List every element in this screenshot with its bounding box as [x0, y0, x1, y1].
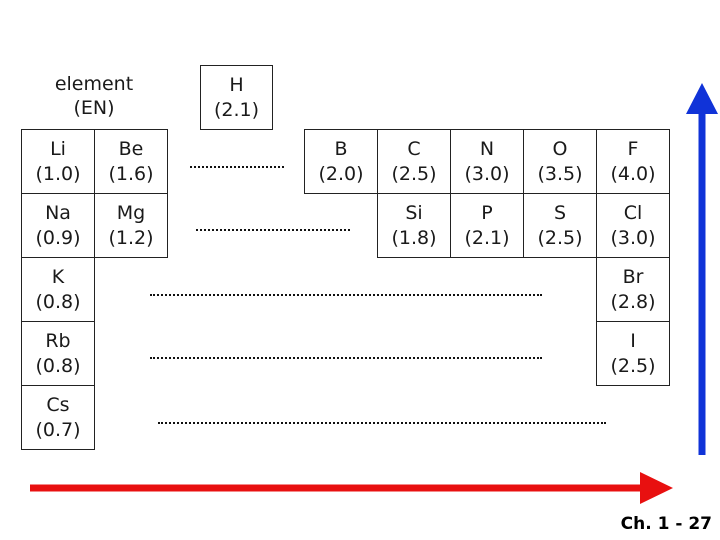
element-cell-be: Be (1.6): [94, 129, 168, 194]
element-cell-n: N (3.0): [450, 129, 524, 194]
element-en: (1.6): [108, 162, 154, 185]
element-symbol: Li: [50, 137, 66, 160]
element-cell-p: P (2.1): [450, 193, 524, 258]
element-cell-rb: Rb (0.8): [21, 321, 95, 386]
element-cell-si: Si (1.8): [377, 193, 451, 258]
slide-number: Ch. 1 - 27: [620, 514, 712, 534]
element-symbol: Mg: [116, 201, 146, 224]
element-cell-s: S (2.5): [523, 193, 597, 258]
element-cell-li: Li (1.0): [21, 129, 95, 194]
dotted-line-row2: [196, 229, 350, 231]
element-en: (0.8): [35, 354, 81, 377]
element-en: (2.5): [610, 354, 656, 377]
element-en: (2.5): [537, 226, 583, 249]
element-symbol: F: [627, 137, 639, 160]
dotted-line-row5: [158, 422, 606, 424]
element-en: (0.7): [35, 418, 81, 441]
element-cell-i: I (2.5): [596, 321, 670, 386]
element-symbol: O: [552, 137, 568, 160]
legend-en-text: (EN): [73, 97, 115, 119]
element-cell-h: H (2.1): [200, 65, 273, 130]
dotted-line-row4: [150, 357, 542, 359]
element-cell-o: O (3.5): [523, 129, 597, 194]
legend-label: element (EN): [44, 72, 144, 120]
legend-element-text: element: [54, 73, 134, 95]
element-symbol: P: [481, 201, 493, 224]
element-en: (2.1): [213, 98, 260, 121]
element-en: (1.8): [391, 226, 437, 249]
element-symbol: S: [553, 201, 567, 224]
element-symbol: C: [407, 137, 421, 160]
dotted-line-row1: [190, 166, 284, 168]
element-symbol: Cs: [46, 393, 70, 416]
element-symbol: Si: [405, 201, 423, 224]
element-symbol: K: [51, 265, 65, 288]
element-symbol: Br: [622, 265, 644, 288]
element-symbol: Cl: [623, 201, 643, 224]
element-en: (4.0): [610, 162, 656, 185]
element-en: (2.8): [610, 290, 656, 313]
element-symbol: Na: [45, 201, 71, 224]
dotted-line-row3: [150, 294, 542, 296]
element-cell-cs: Cs (0.7): [21, 385, 95, 450]
element-cell-b: B (2.0): [304, 129, 378, 194]
element-en: (1.0): [35, 162, 81, 185]
element-en: (1.2): [108, 226, 154, 249]
element-cell-na: Na (0.9): [21, 193, 95, 258]
element-en: (0.9): [35, 226, 81, 249]
element-en: (2.1): [464, 226, 510, 249]
element-symbol: I: [630, 329, 636, 352]
element-cell-cl: Cl (3.0): [596, 193, 670, 258]
element-en: (2.5): [391, 162, 437, 185]
element-cell-f: F (4.0): [596, 129, 670, 194]
element-en: (3.5): [537, 162, 583, 185]
element-symbol: Rb: [45, 329, 71, 352]
element-cell-mg: Mg (1.2): [94, 193, 168, 258]
element-en: (3.0): [464, 162, 510, 185]
horizontal-arrow: [30, 472, 673, 504]
element-symbol: H: [229, 73, 244, 96]
element-en: (2.0): [318, 162, 364, 185]
vertical-arrow: [686, 83, 718, 455]
element-en: (3.0): [610, 226, 656, 249]
element-symbol: Be: [118, 137, 144, 160]
element-en: (0.8): [35, 290, 81, 313]
element-symbol: N: [479, 137, 495, 160]
element-symbol: B: [334, 137, 348, 160]
